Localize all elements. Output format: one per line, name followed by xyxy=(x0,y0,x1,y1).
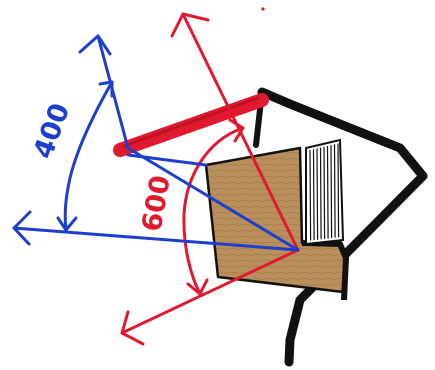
blue-left-arrowhead-icon xyxy=(12,210,32,246)
blue-arc-bottom-arrowhead-icon xyxy=(56,216,78,232)
blue-diagonal-line xyxy=(126,146,300,252)
red-arc-bottom-arrowhead-icon xyxy=(186,278,209,296)
blue-angle-label: 400 xyxy=(28,99,76,163)
blue-up-arrowhead-icon xyxy=(78,34,112,56)
box-step xyxy=(301,240,349,301)
hatch-line xyxy=(326,145,329,239)
red-arc-top-arrowhead-icon xyxy=(228,118,245,143)
wall-right-edge xyxy=(284,171,428,367)
hatch-line xyxy=(337,143,340,238)
red-angle-group: 600 xyxy=(113,12,300,346)
wall-top-edge xyxy=(257,87,428,181)
hatch-line xyxy=(333,144,336,238)
hatch-line xyxy=(323,146,326,239)
red-up-arrowhead-icon xyxy=(170,12,210,38)
hatch-line xyxy=(312,149,315,241)
hatched-panel xyxy=(305,138,345,246)
red-bar-highlight xyxy=(122,96,260,148)
red-angle-arc xyxy=(182,126,245,296)
red-diagonal-line xyxy=(120,248,300,335)
hatch-line xyxy=(330,145,333,239)
red-angle-label: 600 xyxy=(136,173,176,234)
red-down-arrowhead-icon xyxy=(120,310,145,346)
blue-angle-arc xyxy=(63,80,114,232)
stray-dot xyxy=(261,7,265,11)
hatch-line xyxy=(309,150,312,241)
hatch-line xyxy=(316,148,319,240)
blue-box-edge-line xyxy=(126,153,208,167)
red-bar xyxy=(113,93,269,157)
hatch-line xyxy=(319,147,322,240)
blue-horizontal-line xyxy=(12,226,300,252)
blue-arc-top-arrowhead-icon xyxy=(98,80,114,98)
vertical-hatching-icon xyxy=(309,143,340,241)
